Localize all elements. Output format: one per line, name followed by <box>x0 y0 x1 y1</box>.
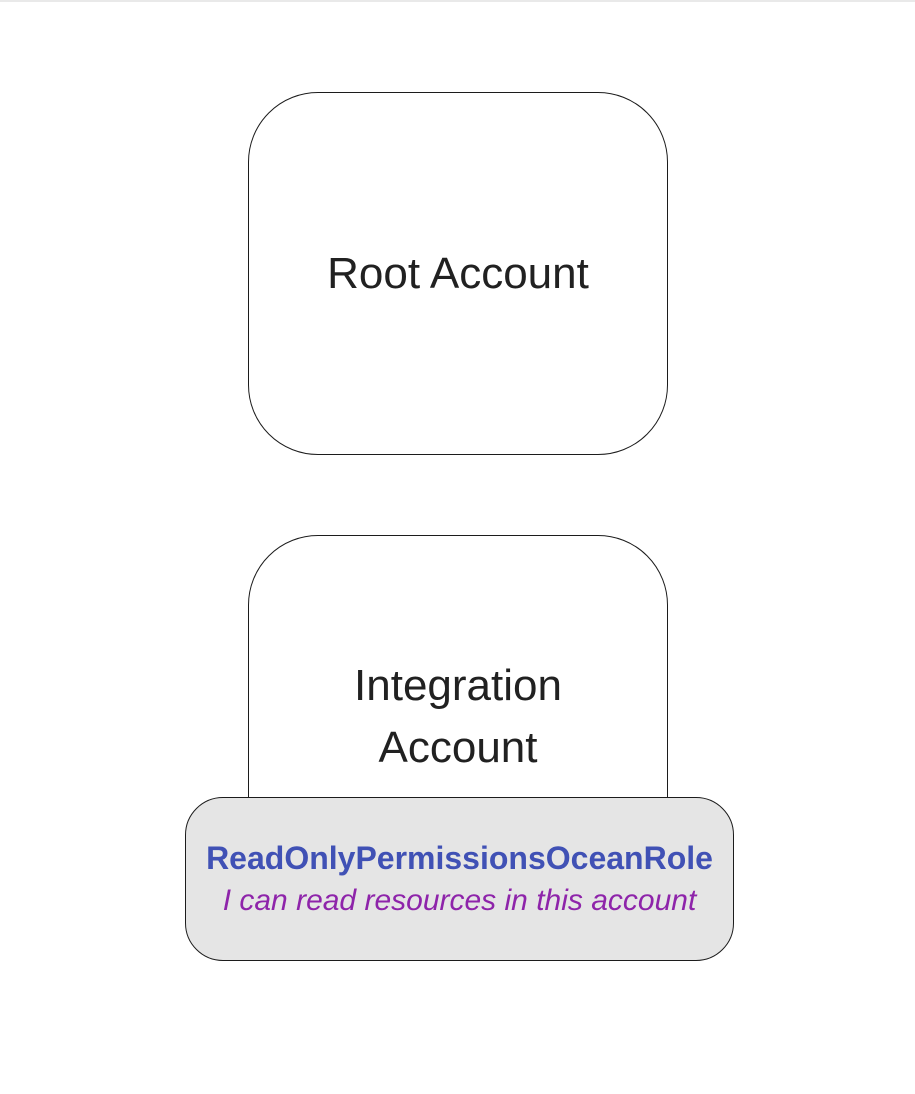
role-name-label: ReadOnlyPermissionsOceanRole <box>206 840 713 876</box>
role-badge: ReadOnlyPermissionsOceanRole I can read … <box>185 797 734 961</box>
role-description-label: I can read resources in this account <box>222 884 697 917</box>
integration-account-label-line2: Account <box>378 722 538 772</box>
root-account-node: Root Account <box>248 92 668 455</box>
root-account-label: Root Account <box>327 248 589 298</box>
integration-account-label-line1: Integration <box>354 660 562 710</box>
